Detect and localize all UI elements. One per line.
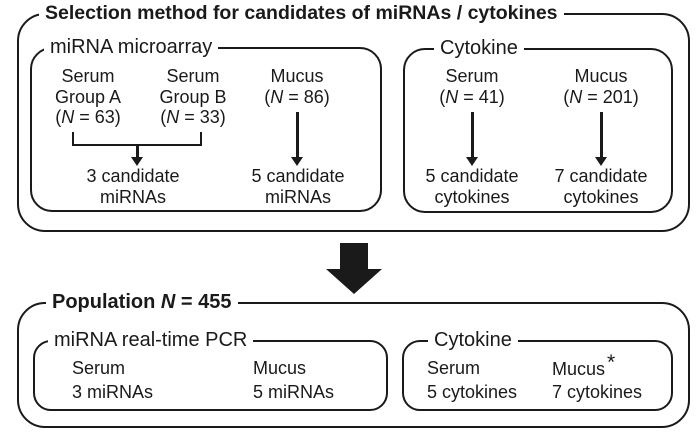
- pcr-mucus: Mucus: [253, 358, 307, 378]
- result-mucus-line1: 5 candidate: [251, 166, 345, 186]
- cytokine-bottom-box: [402, 340, 673, 411]
- cytokine-top-box: [403, 48, 673, 213]
- microarray-mucus: Mucus: [270, 66, 324, 86]
- microarray-mucus-n: (N = 86): [264, 87, 330, 107]
- result-cyt-serum-line1: 5 candidate: [425, 166, 519, 186]
- mirna-microarray-label: miRNA microarray: [44, 36, 219, 58]
- group-b-name: Group B: [159, 87, 227, 107]
- group-b-n: (N = 33): [160, 107, 226, 127]
- population-outer-box: [17, 302, 690, 428]
- cytokine-serum-n: (N = 41): [439, 87, 505, 107]
- pcr-serum-count: 3 miRNAs: [72, 382, 154, 402]
- pcr-mucus-count: 5 miRNAs: [253, 382, 335, 402]
- pcr-serum: Serum: [72, 358, 126, 378]
- result-ab-line1: 3 candidate: [86, 166, 180, 186]
- group-a-n: (N = 63): [55, 107, 121, 127]
- group-b-serum: Serum: [166, 66, 220, 86]
- mirna-pcr-label: miRNA real-time PCR: [48, 329, 254, 351]
- cytokine-bottom-serum-count: 5 cytokines: [427, 382, 518, 402]
- result-cyt-mucus-line2: cytokines: [563, 187, 639, 207]
- cytokine-bottom-mucus-count: 7 cytokines: [552, 382, 643, 402]
- cytokine-mucus-n: (N = 201): [563, 87, 639, 107]
- group-a-name: Group A: [54, 87, 122, 107]
- asterisk-footnote-marker: *: [607, 351, 616, 374]
- cytokine-bottom-label: Cytokine: [428, 329, 518, 351]
- diagram-title: Selection method for candidates of miRNA…: [39, 2, 564, 24]
- cytokine-bottom-serum: Serum: [427, 358, 481, 378]
- group-a-serum: Serum: [61, 66, 115, 86]
- result-ab-line2: miRNAs: [100, 187, 166, 207]
- cytokine-bottom-mucus: Mucus*: [552, 351, 616, 379]
- cytokine-mucus: Mucus: [574, 66, 628, 86]
- cytokine-top-label: Cytokine: [434, 37, 524, 59]
- population-label: Population N = 455: [46, 291, 238, 313]
- result-mucus-line2: miRNAs: [265, 187, 331, 207]
- cytokine-serum: Serum: [445, 66, 499, 86]
- result-cyt-serum-line2: cytokines: [434, 187, 510, 207]
- result-cyt-mucus-line1: 7 candidate: [554, 166, 648, 186]
